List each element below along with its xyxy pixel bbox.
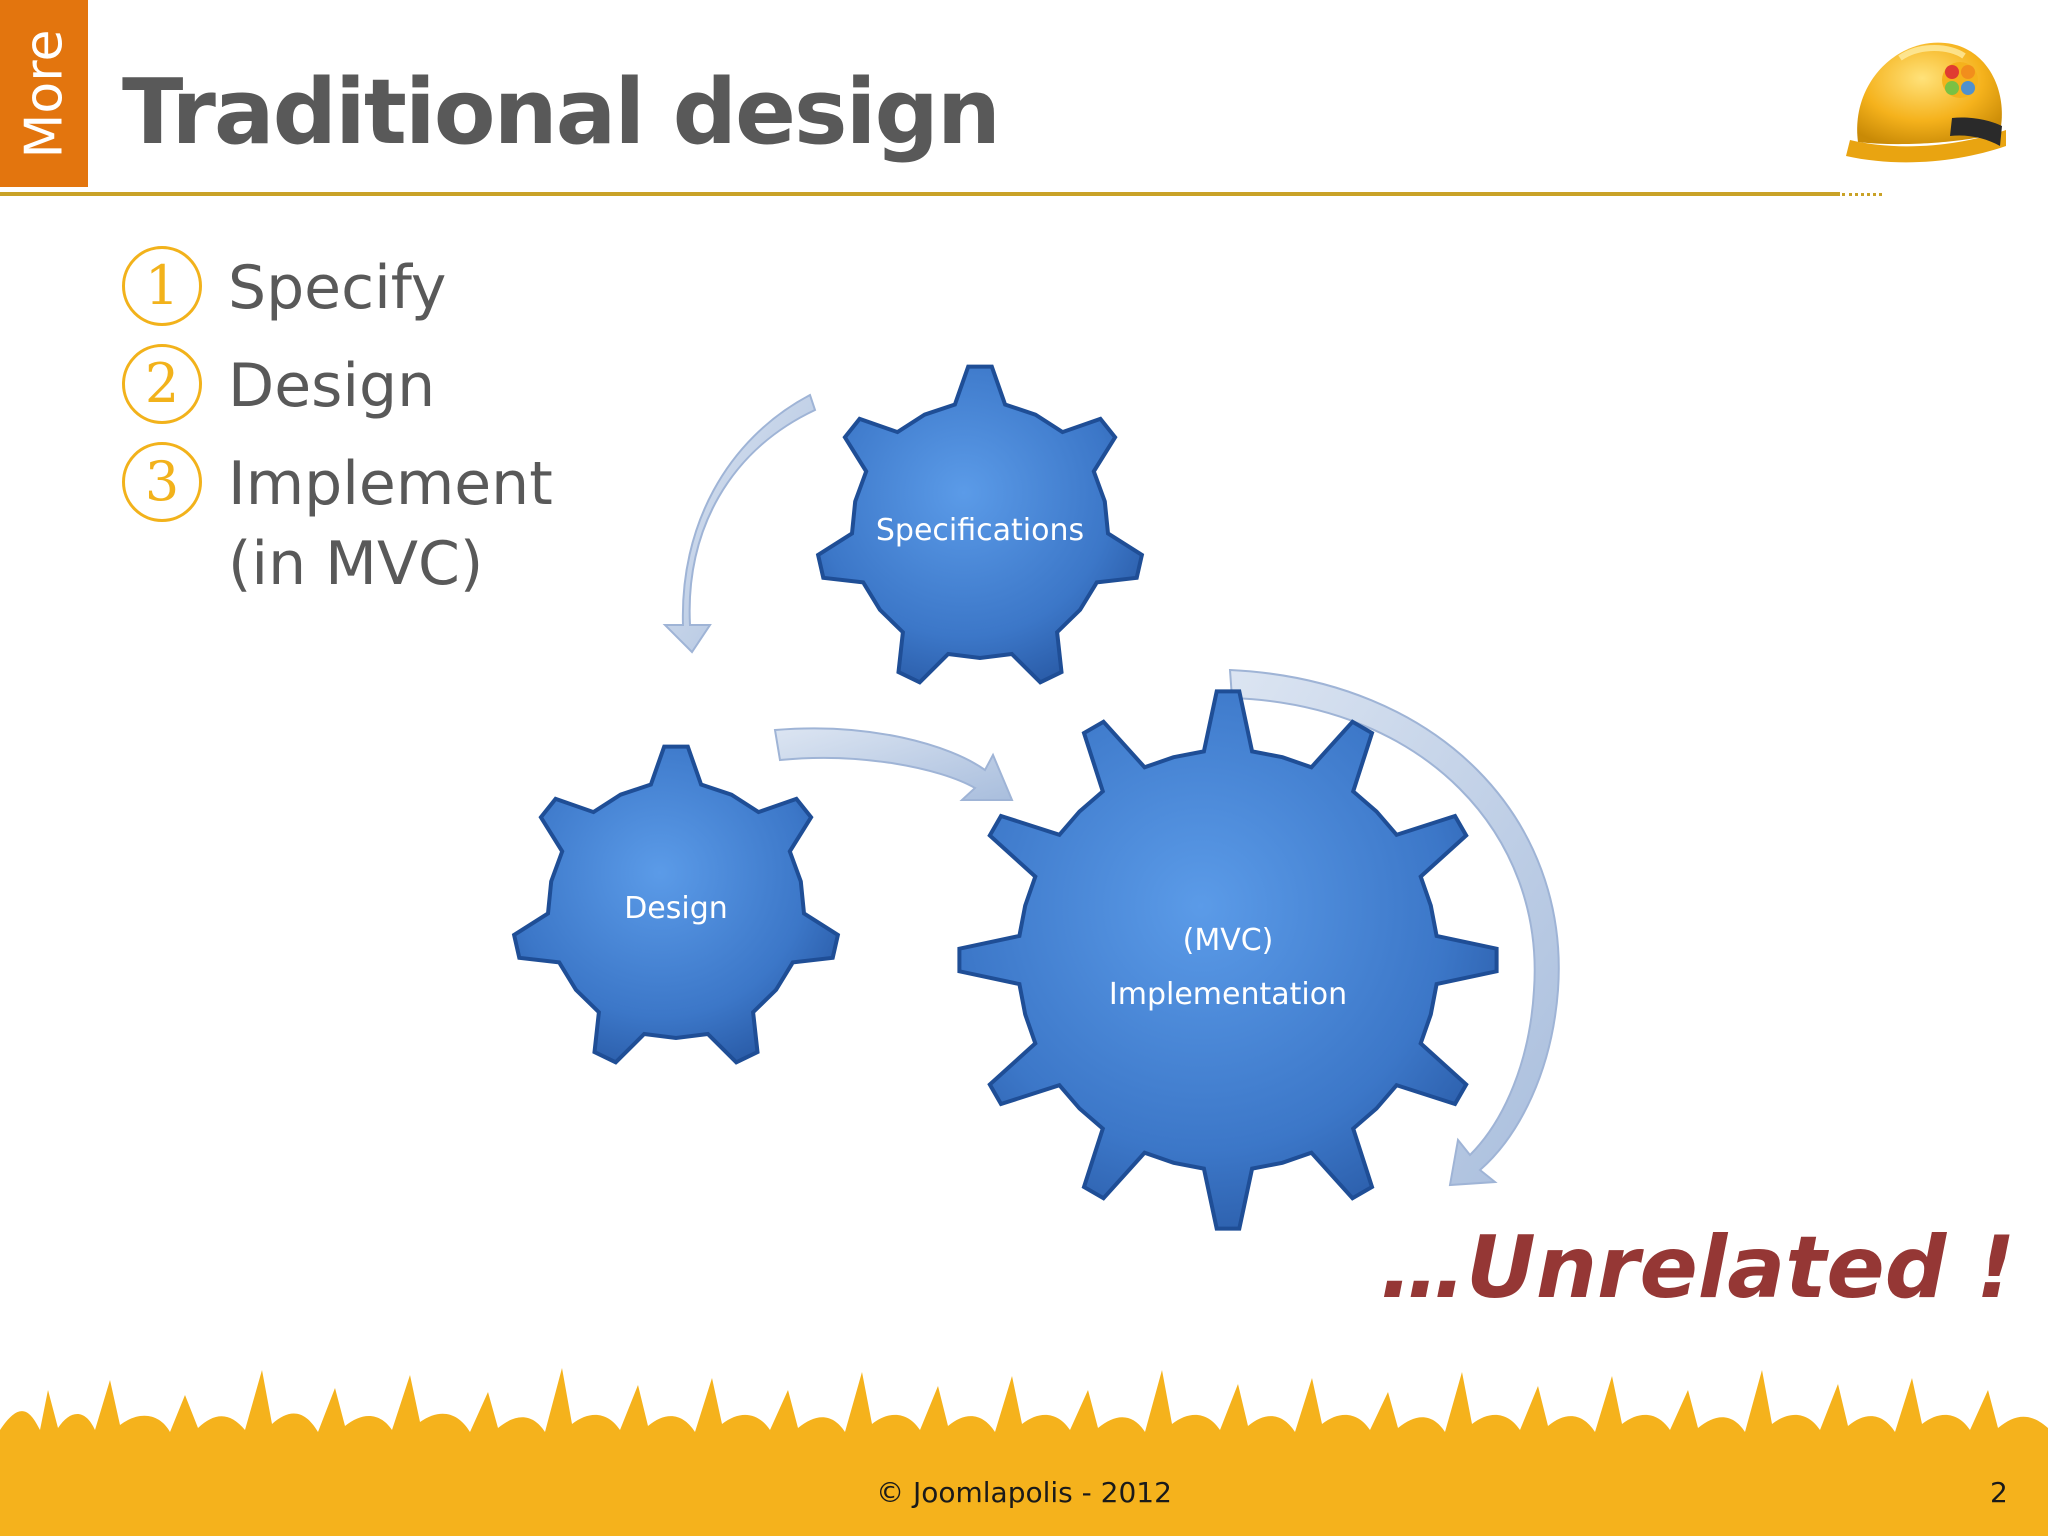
footer-copyright: © Joomlapolis - 2012 [876,1476,1172,1509]
step-1: 1 Specify [122,246,446,328]
title-underline-dots [1842,193,1882,196]
unrelated-callout: …Unrelated ! [1380,1218,2016,1318]
crowd-footer-banner [0,1368,2048,1536]
step-2: 2 Design [122,344,435,426]
title-underline [0,192,1840,196]
gear-implementation-label-line1: (MVC) [1183,923,1274,958]
arrow-spec-to-design [662,393,817,654]
hard-hat-logo-icon [1846,42,2006,163]
step-1-label: Specify [228,253,447,323]
step-3-label-line2: (in MVC) [228,529,484,599]
gear-specifications: Specifications [815,364,1145,685]
step-3-label-group: Implement (in MVC) [228,444,553,604]
step-3-number: 3 [122,442,202,522]
arrow-implementation-to-unrelated [1228,668,1560,1187]
gear-design: Design [511,744,841,1065]
gear-specifications-label: Specifications [876,513,1084,548]
step-2-number: 2 [122,344,202,424]
step-2-label: Design [228,351,436,421]
page-number: 2 [1990,1476,2008,1509]
more-tab[interactable]: More [0,0,88,187]
step-3-label: Implement [228,449,553,519]
gear-implementation-label-line2: Implementation [1109,977,1347,1012]
step-1-number: 1 [122,246,202,326]
gear-design-label: Design [624,891,728,926]
step-3: 3 Implement (in MVC) [122,442,553,604]
arrow-design-to-implementation [773,727,1014,801]
slide-title: Traditional design [122,60,1001,165]
gear-implementation: (MVC) Implementation [957,689,1499,1231]
